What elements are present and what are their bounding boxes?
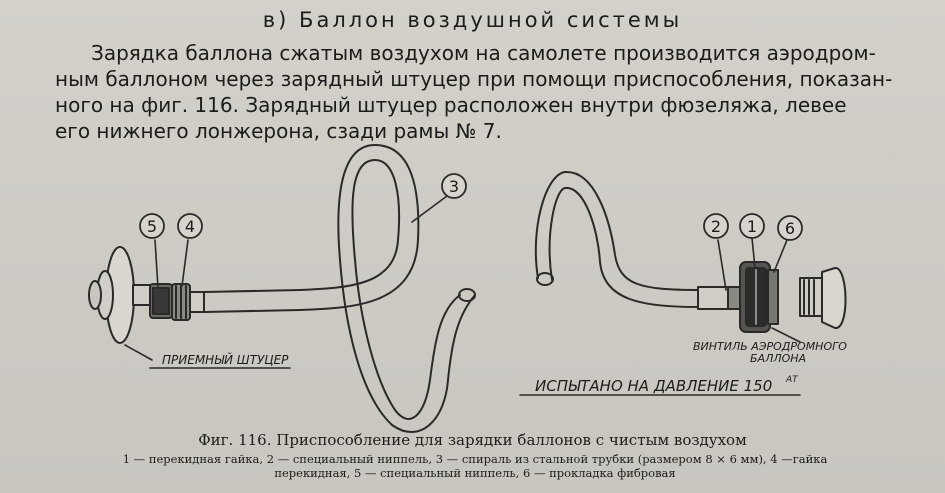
legend-line: перекидная, 5 — специальный ниппель, 6 —… (274, 466, 676, 480)
receiver-fitting (88, 246, 152, 344)
paragraph-line: его нижнего лонжерона, сзади рамы № 7. (55, 119, 502, 143)
nipple-2 (697, 286, 745, 310)
label-receiver-fitting: ПРИЕМНЫЙ ШТУЦЕР (162, 352, 289, 367)
paragraph-line: ного на фиг. 116. Зарядный штуцер распол… (55, 93, 847, 117)
figure-legend: 1 — перекидная гайка, 2 — специальный ни… (25, 452, 925, 480)
nut-4 (171, 283, 205, 321)
section-heading: в) Баллон воздушной системы (262, 8, 683, 32)
nipple-5 (149, 283, 173, 319)
callout-2: 2 (711, 217, 721, 236)
callout-6: 6 (785, 219, 795, 238)
body-paragraph: Зарядка баллона сжатым воздухом на самол… (55, 40, 900, 144)
paragraph-line: Зарядка баллона сжатым воздухом на самол… (91, 41, 876, 65)
callout-circles (139, 173, 803, 241)
legend-line: 1 — перекидная гайка, 2 — специальный ни… (122, 452, 828, 466)
figure-caption: Фиг. 116. Приспособление для зарядки бал… (198, 431, 747, 449)
callout-5: 5 (147, 217, 157, 236)
callout-3: 3 (449, 177, 459, 196)
label-pressure-unit: АТ (785, 375, 799, 385)
airfield-valve (799, 267, 847, 329)
nut-1 (739, 261, 771, 333)
label-valve-line-1: ВИНТИЛЬ АЭРОДРОМНОГО (693, 340, 847, 353)
label-valve-line-2: БАЛЛОНА (750, 352, 806, 365)
leader-lines (124, 195, 801, 361)
gasket-6 (767, 269, 779, 325)
spiral-tube-3 (203, 144, 701, 433)
paragraph-line: ным баллоном через зарядный штуцер при п… (55, 67, 893, 91)
label-pressure-test: ИСПЫТАНО НА ДАВЛЕНИЕ 150 (535, 377, 772, 395)
callout-1: 1 (747, 217, 757, 236)
callout-4: 4 (185, 217, 195, 236)
